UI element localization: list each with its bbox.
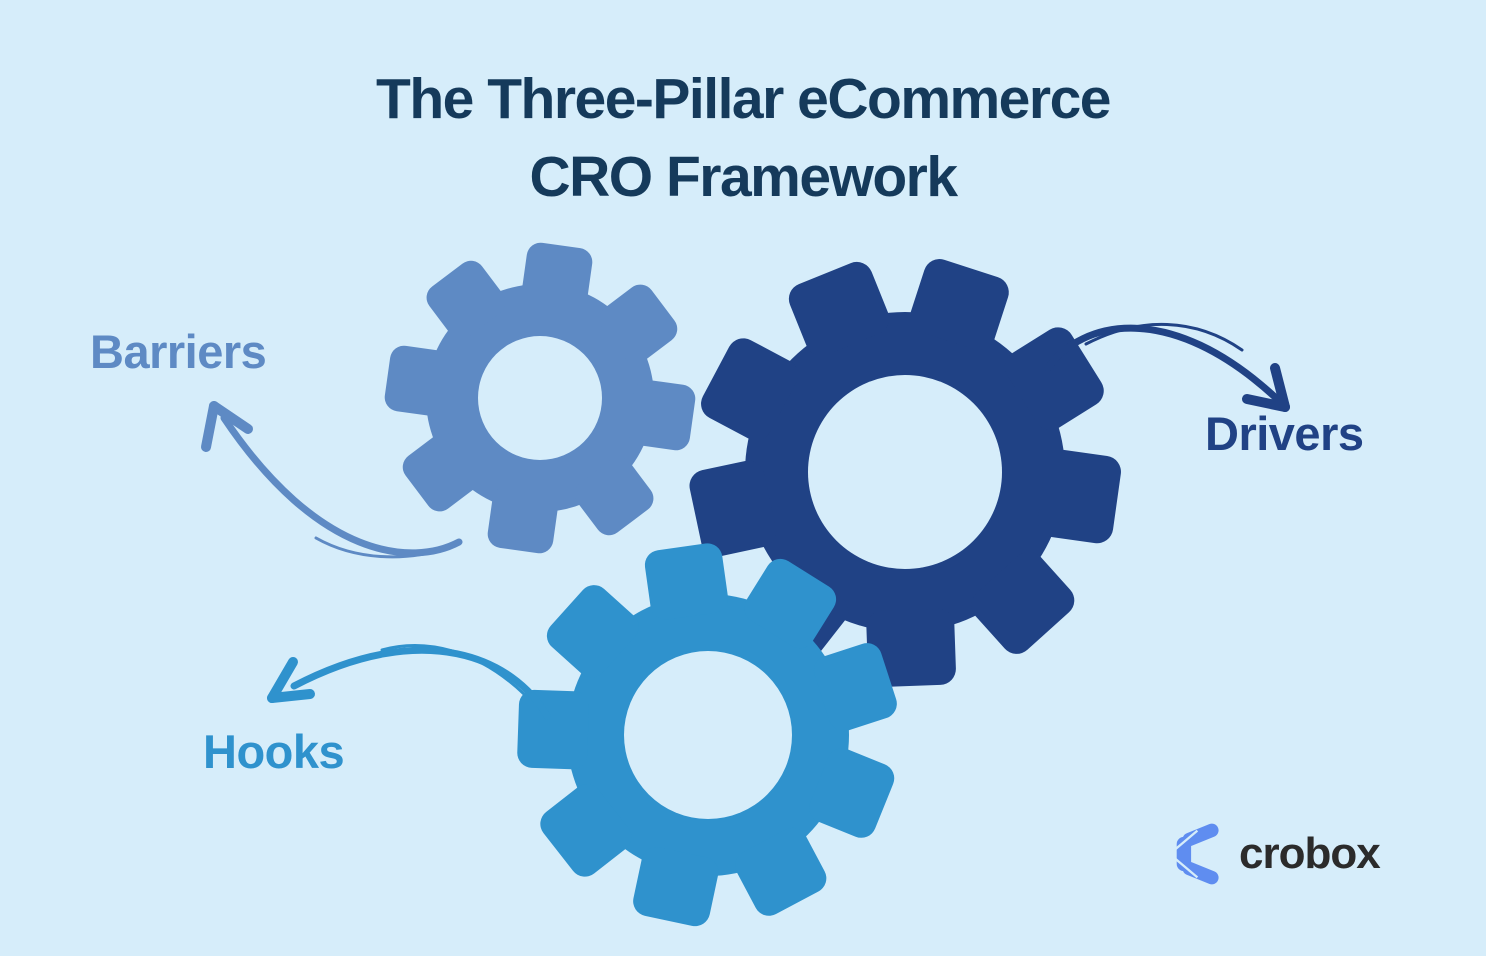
barriers-label: Barriers xyxy=(90,325,267,378)
drivers-arrow-icon xyxy=(1044,323,1290,412)
page-title: The Three-Pillar eCommerce CRO Framework xyxy=(0,60,1486,216)
drivers-label: Drivers xyxy=(1205,407,1364,460)
barriers-gear-icon xyxy=(384,242,696,554)
page-title-line1: The Three-Pillar eCommerce xyxy=(376,67,1111,131)
hooks-label: Hooks xyxy=(203,725,345,778)
crobox-logo-mark-icon xyxy=(1174,823,1219,885)
hooks-gear-hole xyxy=(624,651,792,819)
drivers-gear-icon xyxy=(689,259,1121,687)
crobox-logo: crobox xyxy=(1174,822,1381,886)
page-title-line2: CRO Framework xyxy=(529,145,958,209)
barriers-arrow-icon xyxy=(201,401,463,559)
drivers-gear-hole xyxy=(808,375,1002,569)
barriers-gear-hole xyxy=(478,336,602,460)
hooks-gear-icon xyxy=(517,543,897,927)
hooks-arrow-icon xyxy=(267,644,551,720)
crobox-logo-text: crobox xyxy=(1239,829,1381,878)
